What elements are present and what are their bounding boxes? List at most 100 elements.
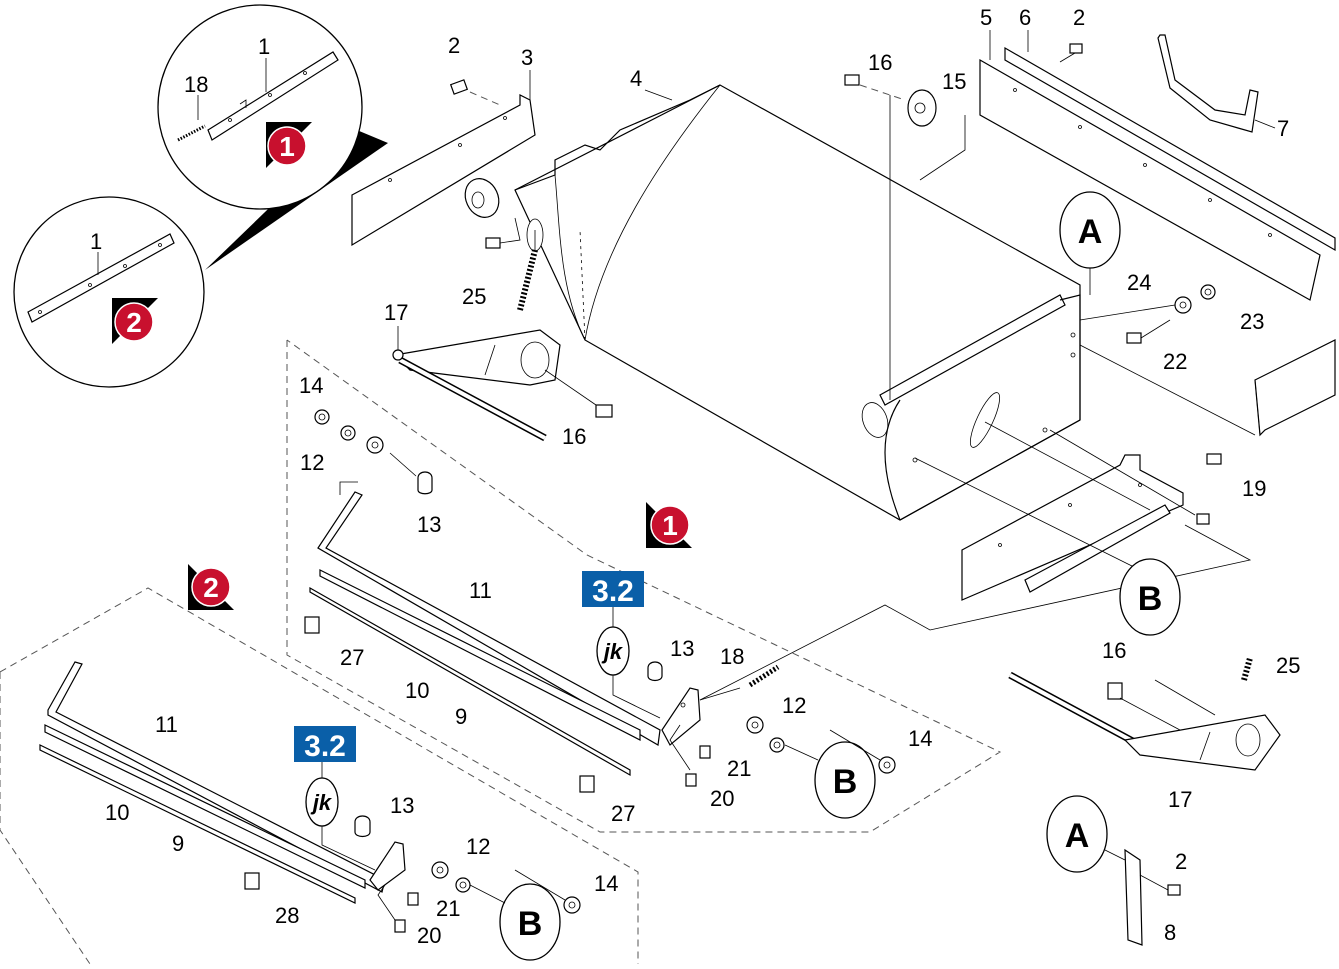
rail-9-b	[39, 744, 356, 904]
callout-14-b: 14	[908, 726, 932, 751]
bubble-a-bottom: A	[1046, 795, 1126, 873]
callout-18-detail1: 18	[184, 72, 208, 97]
callout-23: 23	[1240, 309, 1264, 334]
callout-11-b: 11	[155, 712, 178, 737]
reference-3-2-a: 3.2 jk	[582, 571, 661, 719]
svg-text:3.2: 3.2	[304, 730, 346, 763]
callout-7: 7	[1277, 116, 1289, 141]
callout-10-b: 10	[105, 800, 129, 825]
callout-27-a: 27	[340, 645, 364, 670]
step-marker-2-detail: 2	[112, 298, 158, 344]
svg-text:A: A	[1078, 213, 1103, 251]
bracket-8	[1124, 848, 1181, 946]
strip-5-6	[919, 30, 1336, 301]
callout-12-b: 12	[782, 693, 806, 718]
svg-text:1: 1	[662, 510, 678, 541]
dashed-group-1: 1	[286, 339, 1002, 833]
main-housing	[514, 84, 1081, 521]
callout-10-a: 10	[405, 678, 429, 703]
svg-text:B: B	[1138, 580, 1163, 618]
screw-2-top	[449, 79, 501, 106]
plate-5	[979, 58, 1321, 301]
callout-28: 28	[275, 903, 299, 928]
callout-12-a: 12	[300, 450, 324, 475]
bubble-b-mid: B	[784, 729, 881, 819]
callout-20-b: 20	[417, 923, 441, 948]
callout-22: 22	[1163, 349, 1187, 374]
callout-11-a: 11	[469, 578, 492, 603]
callout-15: 15	[942, 69, 966, 94]
lower-plate	[699, 421, 1252, 701]
callout-14-c: 14	[594, 871, 618, 896]
callout-8: 8	[1164, 920, 1176, 945]
callout-9-a: 9	[455, 704, 467, 729]
callout-13-a: 13	[417, 512, 441, 537]
lever-17-left	[392, 329, 613, 442]
reference-3-2-b: 3.2 jk	[294, 726, 376, 871]
step-marker-2-main: 2	[188, 564, 234, 610]
bubble-b-right: B	[1119, 558, 1181, 636]
lever-17-right	[1008, 657, 1281, 771]
callout-17-right: 17	[1168, 787, 1192, 812]
rail-11-b	[47, 661, 386, 893]
callout-2-topright: 2	[1073, 5, 1085, 30]
svg-text:jk: jk	[601, 639, 624, 664]
callout-17-left: 17	[384, 300, 408, 325]
callout-27-b: 27	[611, 801, 635, 826]
bubble-a-top: A	[1059, 191, 1121, 295]
callout-1-detail1: 1	[258, 34, 270, 59]
rail-10-a	[319, 569, 641, 741]
strip-6	[1004, 46, 1336, 252]
callout-25-left: 25	[462, 284, 486, 309]
svg-text:jk: jk	[310, 790, 333, 815]
panel-3	[351, 70, 536, 247]
rail-11-a	[317, 491, 661, 746]
callout-5: 5	[980, 5, 992, 30]
callout-24: 24	[1127, 270, 1151, 295]
bearing-15	[844, 74, 937, 400]
rail-10-b	[44, 724, 366, 889]
callout-2-bottom: 2	[1175, 849, 1187, 874]
bracket-7	[1157, 34, 1276, 133]
callout-18-mid: 18	[720, 644, 744, 669]
callout-21-a: 21	[727, 756, 751, 781]
callout-14-a: 14	[299, 373, 323, 398]
detail-circle-1: 1 18 1	[157, 4, 388, 270]
svg-text:A: A	[1065, 817, 1090, 855]
detail-spring-1	[177, 124, 206, 142]
callout-3: 3	[521, 45, 533, 70]
dashed-group-2: 2	[0, 564, 639, 965]
bubble-b-low: B	[469, 869, 566, 961]
callout-13-b: 13	[670, 636, 694, 661]
callout-9-b: 9	[172, 831, 184, 856]
callout-4: 4	[630, 66, 642, 91]
callout-16-right: 16	[1102, 638, 1126, 663]
detail-strip-2	[27, 233, 175, 323]
cover-right	[1079, 304, 1336, 437]
bearing-left	[464, 178, 521, 249]
callout-2-top: 2	[448, 33, 460, 58]
callout-6: 6	[1019, 5, 1031, 30]
callout-19: 19	[1242, 476, 1266, 501]
detail-circle-2: 1 2	[13, 196, 205, 388]
spring-25-left	[517, 249, 538, 311]
svg-text:B: B	[833, 763, 858, 801]
step-marker-1-main: 1	[646, 502, 692, 548]
callout-numbers: 2 3 4 25 17 16 16 15 5 6 2 7 24 23 22 19…	[105, 5, 1300, 948]
rail-9-a	[309, 586, 631, 777]
callout-1-detail2: 1	[90, 229, 102, 254]
callout-21-b: 21	[436, 896, 460, 921]
fasteners-22-24	[1126, 284, 1222, 525]
callout-16-top: 16	[868, 50, 892, 75]
step-marker-1-detail: 1	[266, 122, 312, 168]
callout-12-c: 12	[466, 834, 490, 859]
callout-13-c: 13	[390, 793, 414, 818]
svg-text:2: 2	[126, 307, 142, 338]
callout-20-a: 20	[710, 786, 734, 811]
callout-25-right: 25	[1276, 653, 1300, 678]
svg-text:B: B	[518, 905, 543, 943]
callout-16-mid: 16	[562, 424, 586, 449]
svg-text:2: 2	[203, 572, 219, 603]
